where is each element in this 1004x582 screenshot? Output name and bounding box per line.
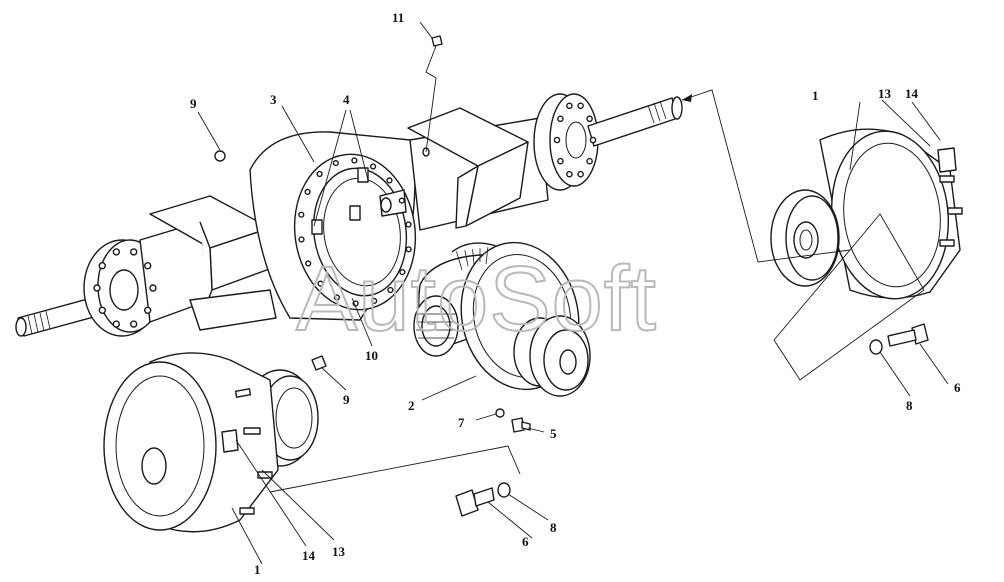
bolt-hole (333, 294, 341, 301)
callout-13-left: 13 (332, 544, 346, 559)
bolt-hole (112, 248, 121, 256)
bolt-hole (351, 157, 358, 164)
callout-5: 5 (550, 426, 557, 441)
callout-8-bottom: 8 (550, 520, 557, 535)
callout-9-top: 9 (190, 96, 197, 111)
callout-2: 2 (408, 398, 415, 413)
bolt-hole (405, 246, 412, 253)
callout-leaders (197, 21, 949, 565)
bolt-hole (129, 320, 138, 328)
callout-1-left: 1 (254, 562, 261, 577)
bolt-hole (577, 170, 584, 178)
bolt-hole (557, 115, 564, 123)
bolt-hole (586, 157, 593, 165)
wheel-hub-left (103, 352, 319, 533)
bolt-hole (405, 221, 412, 228)
bolt-hole (387, 286, 394, 294)
bolt-hole (112, 320, 121, 328)
callout-9-bottom: 9 (343, 392, 350, 407)
bolt-hole (371, 297, 378, 305)
callout-10: 10 (365, 348, 378, 363)
bolt-hole (398, 197, 405, 204)
assembly-guide-lines (269, 45, 925, 493)
bolt-hole (317, 280, 324, 287)
callout-14-left: 14 (302, 548, 316, 563)
callout-4: 4 (343, 92, 350, 107)
bolt-hole (316, 170, 323, 178)
bolt-hole (298, 236, 305, 243)
callout-1-right: 1 (812, 88, 819, 103)
bolt-hole (577, 102, 584, 110)
watermark-text: AutoSoft (296, 248, 657, 350)
callout-13-right: 13 (878, 86, 892, 101)
bolt-hole (370, 163, 377, 170)
callout-14-right: 14 (905, 86, 919, 101)
bolt-hole (98, 306, 107, 314)
callout-labels: 1 1 2 3 4 5 6 6 7 8 8 9 9 10 11 13 13 14… (190, 10, 961, 577)
bolt-hole (98, 262, 107, 270)
callout-8-right: 8 (906, 398, 913, 413)
bolt-hole (143, 306, 152, 314)
bolt-hole (399, 269, 406, 276)
bolt-hole (557, 157, 564, 165)
wheel-hub-right (770, 128, 963, 300)
bolt-hole (332, 160, 339, 167)
callout-11: 11 (392, 10, 404, 25)
bolt-hole (298, 211, 305, 218)
bolt-hole (143, 262, 152, 270)
bolt-hole (93, 284, 101, 292)
bolt-hole (566, 102, 573, 110)
bolt-hole (589, 136, 597, 144)
callout-3: 3 (270, 92, 277, 107)
bolt-hole (553, 136, 561, 144)
bolt-hole (386, 177, 393, 184)
bolt-hole (304, 188, 311, 196)
bolt-hole (305, 260, 312, 267)
bolt-hole (129, 248, 138, 256)
bolt-hole (586, 115, 593, 123)
bolt-hole (149, 284, 157, 292)
differential-carrier (413, 241, 591, 397)
callout-7: 7 (458, 415, 465, 430)
callout-6-bottom: 6 (522, 534, 529, 549)
fasteners (214, 35, 929, 517)
bolt-hole (566, 170, 573, 178)
callout-6-right: 6 (954, 380, 961, 395)
